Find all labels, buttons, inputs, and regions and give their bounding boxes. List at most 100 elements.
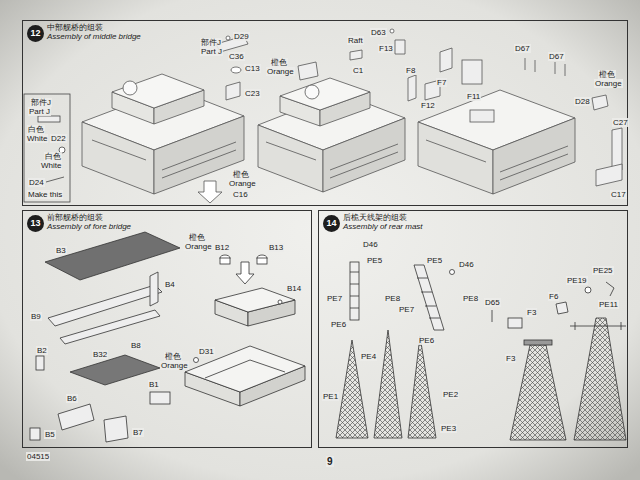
part-label: PE7 (326, 294, 343, 303)
middle-bridge-hull (198, 181, 222, 203)
part-label: D22 (50, 134, 67, 143)
inset-box (46, 177, 64, 182)
fore-bridge-parts (257, 258, 267, 264)
part-label: 橙色 (598, 70, 616, 79)
inset-box (24, 94, 70, 202)
fore-bridge-parts (185, 346, 305, 392)
rear-mast-parts (350, 262, 359, 320)
part-label: PE4 (360, 352, 377, 361)
middle-bridge-hull (470, 110, 494, 122)
part-label: B12 (214, 243, 230, 252)
part-label: F13 (378, 44, 394, 53)
fore-bridge-parts (70, 355, 160, 385)
fore-bridge-parts (58, 404, 94, 430)
part-label: 白色 (44, 152, 62, 161)
part-label: B5 (44, 430, 56, 439)
part-label: C17 (610, 190, 627, 199)
middle-bridge-hull (395, 40, 405, 54)
part-label: Part J (28, 107, 51, 116)
rear-mast-parts (417, 278, 440, 318)
step-title-en: Assembly of rear mast (343, 222, 423, 231)
part-label: B9 (30, 312, 42, 321)
rear-mast-parts (492, 310, 493, 322)
part-label: D63 (370, 28, 387, 37)
part-label: B32 (92, 350, 108, 359)
part-label: 橙色 (188, 233, 206, 242)
part-label: Make this (27, 190, 63, 199)
page-code: 04515 (26, 452, 50, 461)
part-label: PE1 (322, 392, 339, 401)
rear-mast-parts (574, 318, 626, 440)
part-label: Orange (160, 361, 189, 370)
step-title-zh: 中部舰桥的组装 (47, 23, 103, 32)
step-number: 13 (30, 219, 40, 228)
part-label: D29 (233, 32, 250, 41)
part-label: F6 (548, 292, 559, 301)
fore-bridge-parts (236, 262, 254, 284)
part-label: C36 (228, 52, 245, 61)
middle-bridge-hull (596, 164, 622, 186)
middle-bridge-hull (280, 78, 370, 110)
step-number-circle: 12 (27, 25, 44, 42)
rear-mast-parts (414, 265, 444, 330)
fore-bridge-parts (194, 358, 199, 363)
fore-bridge-parts (278, 300, 282, 304)
part-label: 白色 (27, 125, 45, 134)
part-label: D46 (458, 260, 475, 269)
middle-bridge-hull (226, 36, 230, 40)
inset-box (38, 116, 60, 122)
part-label: Orange (184, 242, 213, 251)
part-label: F3 (505, 354, 516, 363)
fore-bridge-parts (220, 258, 230, 264)
step-panel: 中部舰桥的组装Assembly of middle bridge12 (22, 20, 628, 206)
part-label: C13 (244, 64, 261, 73)
step-number-circle: 13 (27, 215, 44, 232)
fore-bridge-parts (30, 428, 40, 440)
rear-mast-parts (374, 330, 402, 438)
part-label: 橙色 (270, 58, 288, 67)
rear-mast-parts (524, 340, 552, 345)
part-label: F3 (526, 308, 537, 317)
step-title-zh: 前部舰桥的组装 (47, 213, 103, 222)
part-label: C1 (352, 66, 364, 75)
part-label: B1 (148, 380, 160, 389)
middle-bridge-hull (82, 36, 248, 203)
fore-bridge-parts (36, 356, 44, 370)
part-label: D46 (362, 240, 379, 249)
part-label: White (40, 161, 62, 170)
part-label: F8 (405, 66, 416, 75)
rear-mast-parts (450, 270, 455, 275)
page-code: 9 (326, 456, 334, 467)
fore-bridge-parts (150, 392, 170, 404)
middle-bridge-hull (323, 118, 405, 192)
middle-bridge-hull (408, 48, 622, 194)
rear-mast-parts (606, 282, 614, 296)
rear-mast-parts (556, 302, 568, 314)
part-label: B4 (164, 280, 176, 289)
part-label: C16 (232, 190, 249, 199)
part-label: Orange (594, 79, 623, 88)
rear-mast-parts (508, 318, 522, 328)
part-label: B8 (130, 341, 142, 350)
fore-bridge-parts (45, 232, 180, 280)
part-label: PE8 (462, 294, 479, 303)
middle-bridge-hull (418, 122, 493, 194)
step-title-en: Assembly of middle bridge (47, 32, 141, 41)
part-label: PE25 (592, 266, 614, 275)
part-label: F12 (420, 101, 436, 110)
part-label: F11 (466, 92, 481, 101)
part-label: C27 (612, 118, 629, 127)
part-label: 橙色 (164, 352, 182, 361)
part-label: D67 (548, 52, 565, 61)
fore-bridge-parts (60, 310, 160, 344)
part-label: D24 (28, 178, 45, 187)
inset-box (24, 94, 70, 202)
fore-bridge-parts (30, 232, 305, 442)
rear-mast-parts (336, 262, 626, 440)
part-label: B3 (55, 246, 67, 255)
step-number: 14 (326, 219, 336, 228)
part-label: D65 (484, 298, 501, 307)
